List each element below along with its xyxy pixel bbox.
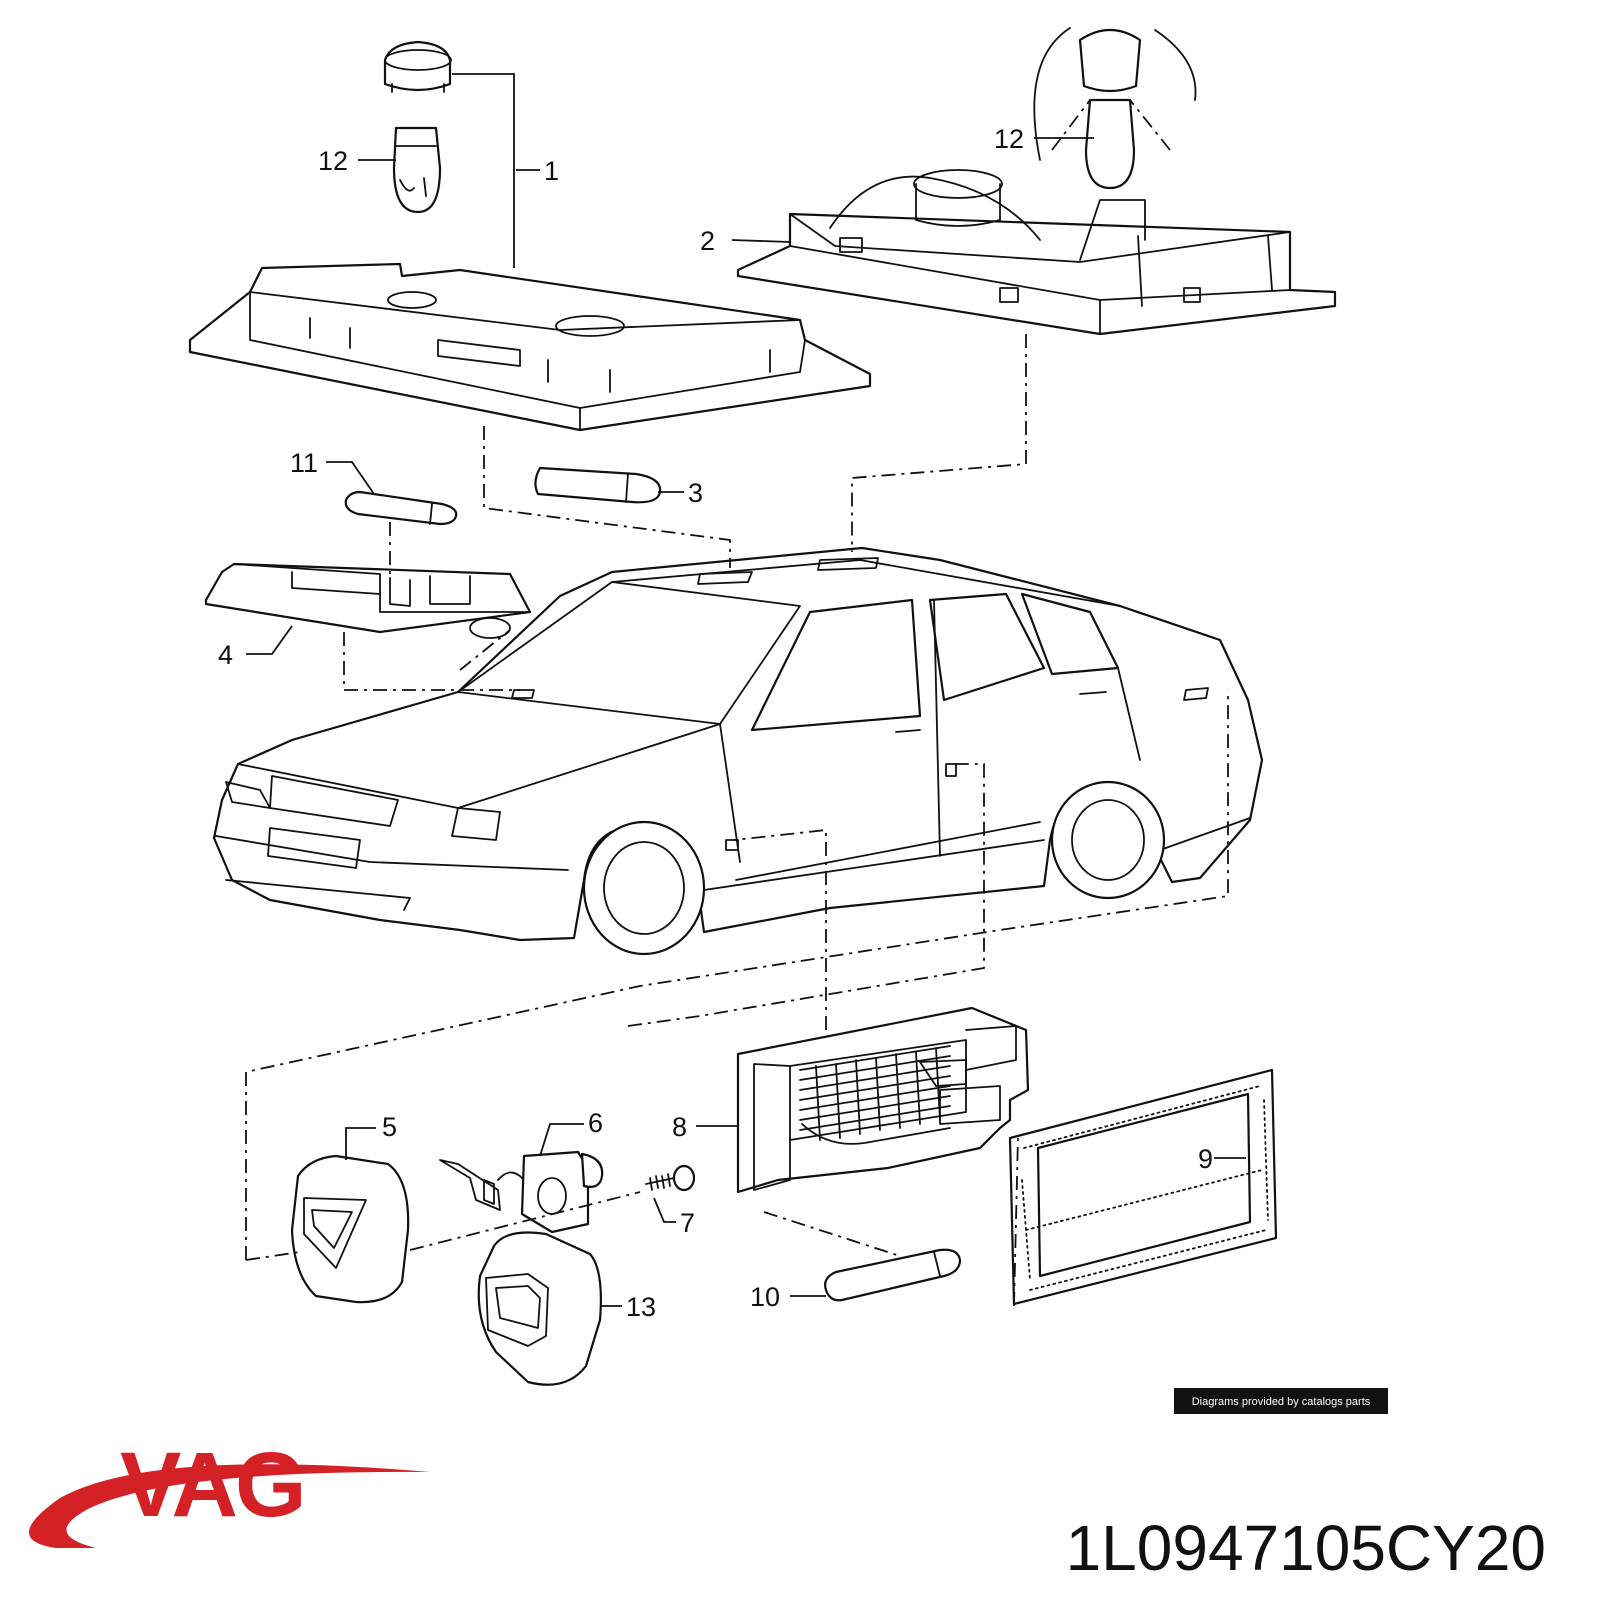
part-11-festoon-bulb — [344, 490, 458, 526]
part-7-screw — [645, 1164, 696, 1192]
callout-10: 10 — [750, 1282, 780, 1312]
logo-swoosh — [28, 1464, 431, 1548]
part-number: 1L0947105CY20 — [1066, 1512, 1546, 1584]
callout-12-right: 12 — [994, 124, 1024, 154]
callout-7: 7 — [680, 1208, 695, 1238]
part-3-festoon-bulb — [534, 466, 662, 504]
callout-8: 8 — [672, 1112, 687, 1142]
car-body — [212, 546, 1264, 956]
callouts: 1 2 3 4 5 6 7 8 9 10 11 12 12 13 — [218, 124, 1213, 1322]
callout-6: 6 — [588, 1108, 603, 1138]
part-4-reading-lamp — [204, 562, 532, 639]
callout-2: 2 — [700, 226, 715, 256]
callout-1: 1 — [544, 156, 559, 186]
part-12-bulb-left — [392, 126, 442, 214]
callout-3: 3 — [688, 478, 703, 508]
callout-13: 13 — [626, 1292, 656, 1322]
leader-lines — [246, 73, 1246, 1307]
callout-9: 9 — [1198, 1144, 1213, 1174]
part-10-festoon-bulb — [824, 1248, 962, 1302]
credit-text: Diagrams provided by catalogs parts — [1192, 1396, 1371, 1408]
part-1-cap — [383, 40, 452, 93]
vag-logo: VAG — [28, 1434, 431, 1548]
part-2-lamp-housing — [736, 169, 1337, 336]
part-2-socket — [1033, 27, 1197, 190]
part-6-switch — [439, 1150, 604, 1234]
part-8-lamp-assembly — [736, 1006, 1030, 1194]
credit-badge: Diagrams provided by catalogs parts — [1174, 1388, 1388, 1414]
callout-12-left: 12 — [318, 146, 348, 176]
assembly-lines — [245, 334, 1229, 1307]
part-9-gasket — [1008, 1068, 1278, 1306]
callout-5: 5 — [382, 1112, 397, 1142]
part-1-lamp-housing — [188, 262, 872, 432]
part-5-lens — [290, 1154, 410, 1304]
part-13-housing — [477, 1231, 602, 1386]
callout-4: 4 — [218, 640, 233, 670]
logo-text: VAG — [120, 1434, 304, 1536]
callout-11: 11 — [290, 448, 318, 478]
